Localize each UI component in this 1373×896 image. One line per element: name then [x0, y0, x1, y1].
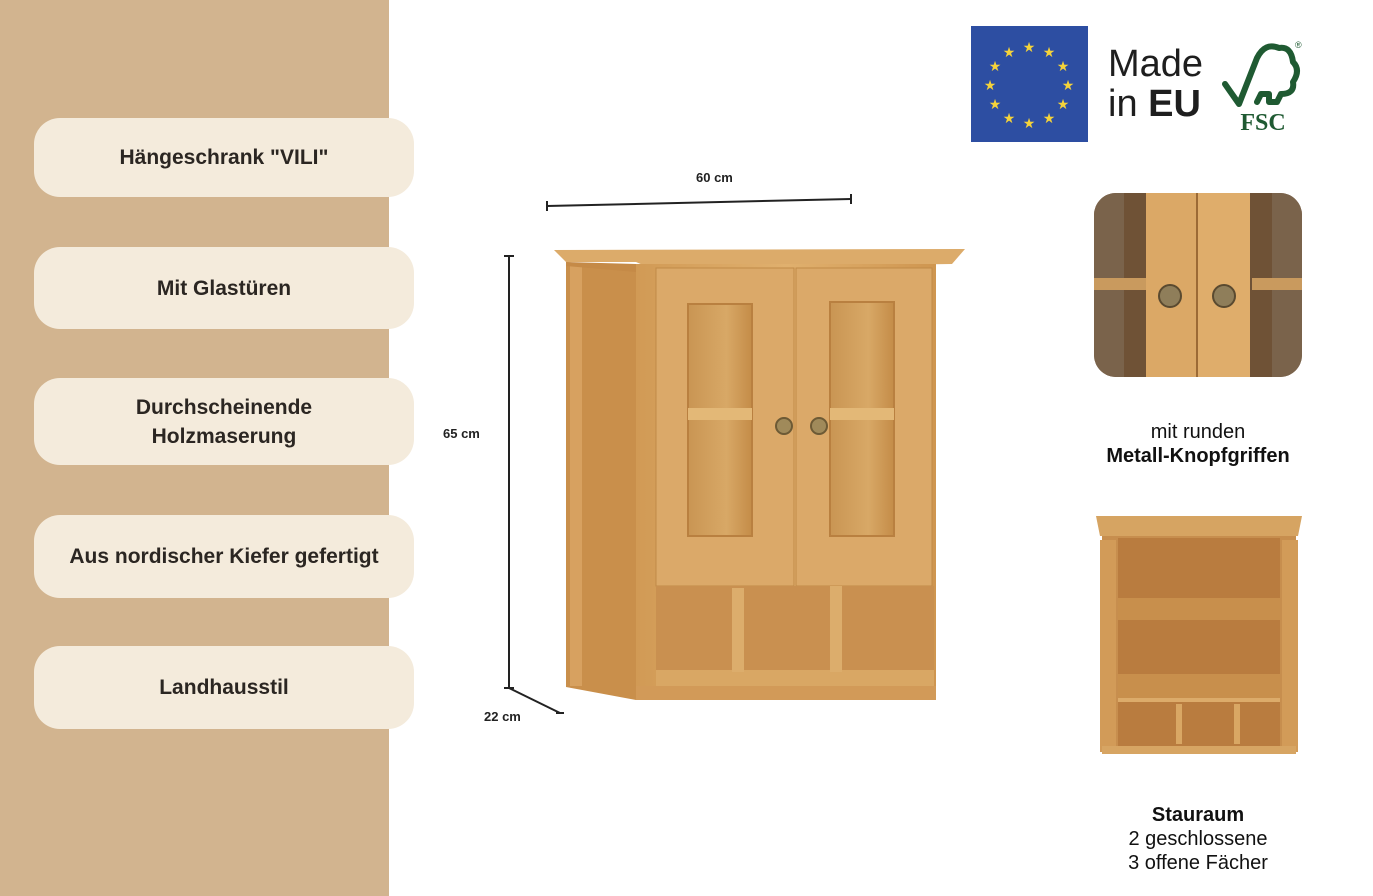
- svg-text:★: ★: [1003, 44, 1016, 60]
- storage-caption: Stauraum 2 geschlossene 3 offene Fächer: [1090, 803, 1306, 875]
- width-label: 60 cm: [696, 170, 733, 185]
- made-in-eu-bold: EU: [1148, 83, 1201, 125]
- svg-text:★: ★: [1023, 115, 1036, 131]
- depth-label: 22 cm: [484, 709, 521, 724]
- svg-text:★: ★: [1043, 44, 1056, 60]
- open-cabinet-image: [1096, 516, 1302, 754]
- feature-text: Durchscheinende: [135, 395, 313, 419]
- svg-text:★: ★: [1023, 39, 1036, 55]
- feature-text: Holzmaserung: [151, 424, 297, 448]
- dimension-lines: [504, 194, 852, 714]
- knob-detail-image: [1094, 193, 1302, 377]
- svg-text:★: ★: [1057, 58, 1070, 74]
- knob-caption-line1: mit runden: [1150, 421, 1246, 443]
- knob-caption: mit runden Metall-Knopfgriffen: [1090, 420, 1306, 468]
- svg-text:★: ★: [989, 58, 1002, 74]
- feature-pill-product-name: Hängeschrank "VILI": [34, 118, 414, 197]
- svg-text:★: ★: [989, 96, 1002, 112]
- eu-flag-icon: ★ ★ ★ ★ ★ ★ ★ ★ ★ ★ ★ ★: [971, 26, 1088, 142]
- made-in-prefix: in: [1108, 83, 1149, 125]
- feature-text: Aus nordischer Kiefer gefertigt: [69, 545, 379, 568]
- registered-mark: ®: [1295, 40, 1302, 50]
- storage-line2: 3 offene Fächer: [1128, 852, 1268, 874]
- feature-text: Mit Glastüren: [156, 276, 292, 300]
- fsc-logo-icon: FSC ®: [1221, 36, 1303, 136]
- storage-title: Stauraum: [1151, 804, 1245, 826]
- fsc-label: FSC: [1240, 110, 1285, 136]
- cabinet-illustration: [504, 194, 965, 714]
- feature-pill-country-style: Landhausstil: [34, 646, 414, 729]
- feature-text: Hängeschrank "VILI": [119, 146, 329, 169]
- feature-pill-glass-doors: Mit Glastüren: [34, 247, 414, 329]
- svg-text:★: ★: [1043, 110, 1056, 126]
- made-in-line2: in EU: [1108, 84, 1203, 124]
- storage-line1: 2 geschlossene: [1128, 828, 1268, 850]
- svg-text:★: ★: [1057, 96, 1070, 112]
- svg-text:★: ★: [1003, 110, 1016, 126]
- svg-text:★: ★: [1062, 77, 1075, 93]
- feature-pill-wood-grain: Durchscheinende Holzmaserung: [34, 378, 414, 465]
- knob-caption-line2: Metall-Knopfgriffen: [1106, 445, 1290, 467]
- feature-pill-nordic-pine: Aus nordischer Kiefer gefertigt: [34, 515, 414, 598]
- made-in-eu-text: Made in EU: [1108, 44, 1203, 124]
- height-label: 65 cm: [443, 426, 480, 441]
- made-in-line1: Made: [1108, 43, 1204, 85]
- feature-text: Landhausstil: [159, 676, 289, 699]
- svg-text:★: ★: [984, 77, 997, 93]
